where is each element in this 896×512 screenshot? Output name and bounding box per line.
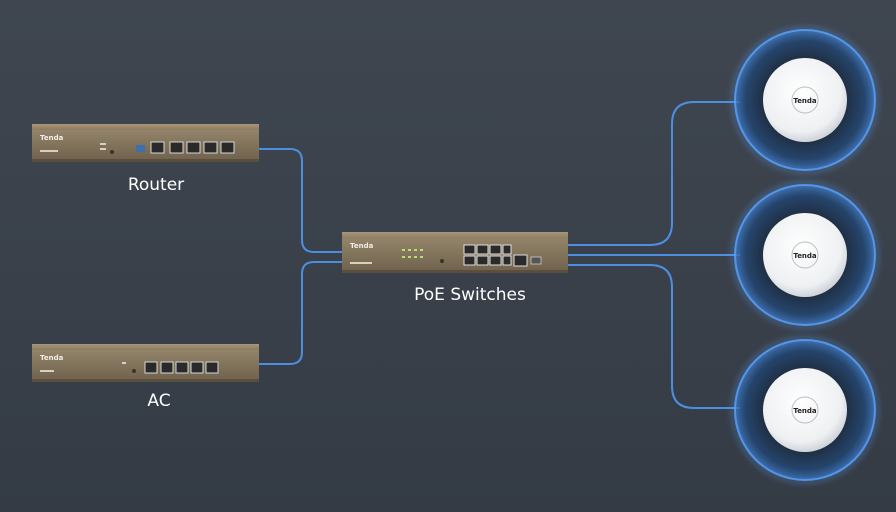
router-label: Router (127, 175, 185, 195)
ap1-logo: Tenda (793, 97, 817, 105)
access-point-3: Tenda (731, 336, 879, 484)
ap2-logo: Tenda (793, 252, 817, 260)
ac-ports (144, 361, 219, 374)
switch-ports (463, 244, 528, 267)
router-logo: Tenda (40, 134, 64, 142)
cable-switch-ap3 (566, 264, 740, 409)
ac-logo: Tenda (40, 354, 64, 362)
access-point-2: Tenda (731, 181, 879, 329)
cable-router-switch (258, 148, 345, 253)
ac-label: AC (147, 391, 171, 411)
switch-logo: Tenda (350, 242, 374, 250)
cable-ac-switch (258, 261, 345, 365)
poe-switch-device: Tenda (342, 232, 568, 273)
ap3-logo: Tenda (793, 407, 817, 415)
access-point-1: Tenda (731, 26, 879, 174)
router-device: Tenda (32, 124, 259, 162)
poe-switch-label: PoE Switches (414, 285, 526, 305)
cable-switch-ap1 (566, 101, 740, 246)
cables (258, 101, 740, 409)
router-ports (150, 141, 235, 154)
ac-device: Tenda (32, 344, 259, 382)
